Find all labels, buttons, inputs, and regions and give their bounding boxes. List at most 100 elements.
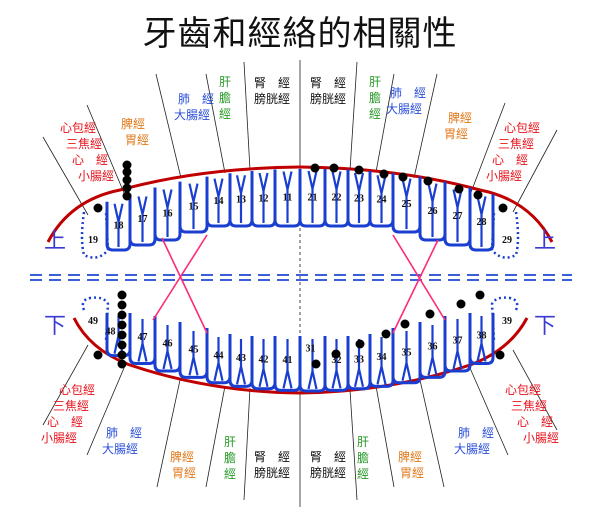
tooth-28: 28 bbox=[468, 194, 495, 252]
leader-line bbox=[512, 349, 558, 431]
tooth-number: 28 bbox=[477, 217, 487, 228]
upper-jaw-label-right: 上 bbox=[534, 229, 556, 254]
tooth-number: 27 bbox=[453, 211, 463, 222]
tooth-49: 49 bbox=[81, 296, 110, 341]
meridian-label-line: 肺 經 bbox=[458, 426, 494, 440]
leader-line bbox=[512, 129, 558, 213]
cross-line bbox=[152, 234, 208, 321]
leader-lines bbox=[42, 60, 558, 507]
acupoint-dot bbox=[117, 330, 127, 340]
tooth-number: 35 bbox=[402, 347, 412, 358]
tooth-19: 19 bbox=[80, 211, 110, 259]
tooth-number: 36 bbox=[428, 342, 438, 353]
meridian-label-line: 膀胱經 bbox=[310, 465, 346, 480]
meridian-label-line: 肺 經 bbox=[178, 92, 214, 106]
meridian-label-line: 心 經 bbox=[47, 415, 83, 429]
tooth-number: 42 bbox=[259, 354, 269, 365]
acupoint-dot bbox=[117, 359, 127, 369]
meridian-label-liver: 肝膽經 bbox=[369, 75, 381, 121]
meridian-label-line: 經 bbox=[219, 107, 231, 121]
leader-line bbox=[413, 73, 438, 179]
meridian-label-liver: 肝膽經 bbox=[224, 435, 236, 481]
tooth-number: 43 bbox=[236, 353, 246, 364]
tooth-number: 41 bbox=[283, 355, 293, 366]
leader-line bbox=[205, 385, 226, 488]
tooth-number: 46 bbox=[163, 339, 173, 350]
meridian-label-line: 三焦經 bbox=[66, 137, 102, 151]
meridian-label-line: 腎 經 bbox=[254, 450, 290, 464]
tooth-18: 18 bbox=[105, 201, 132, 252]
tooth-45: 45 bbox=[178, 328, 209, 379]
acupoint-dot bbox=[117, 320, 127, 330]
upper-jaw-label-left: 上 bbox=[44, 229, 66, 254]
meridian-label-line: 小腸經 bbox=[523, 431, 559, 445]
cross-lines bbox=[152, 234, 446, 334]
acupoint-dot bbox=[93, 203, 103, 213]
tooth-41: 41 bbox=[273, 336, 302, 392]
acupoint-dot bbox=[355, 339, 365, 349]
acupoint-dot bbox=[400, 319, 410, 329]
leader-line bbox=[375, 73, 395, 173]
tooth-number: 19 bbox=[88, 235, 98, 246]
tooth-34: 34 bbox=[368, 334, 395, 388]
acupoint-dot bbox=[379, 169, 389, 179]
acupoint-dot bbox=[117, 300, 127, 310]
tooth-32: 32 bbox=[323, 336, 350, 392]
meridian-label-line: 脾經 bbox=[448, 110, 472, 125]
cross-line bbox=[161, 237, 208, 334]
meridian-label-line: 大腸經 bbox=[174, 108, 210, 122]
meridian-label-line: 經 bbox=[357, 467, 369, 481]
leader-line bbox=[42, 136, 89, 216]
meridian-label-line: 小腸經 bbox=[486, 169, 522, 183]
acupoint-dot bbox=[398, 172, 408, 182]
tooth-number: 24 bbox=[377, 194, 387, 205]
leader-line bbox=[205, 73, 226, 174]
leader-line bbox=[156, 379, 181, 488]
tooth-number: 33 bbox=[354, 354, 364, 365]
meridian-label-line: 胃經 bbox=[172, 466, 196, 480]
tooth-number: 23 bbox=[354, 193, 364, 204]
tooth-47: 47 bbox=[128, 316, 157, 366]
tooth-11: 11 bbox=[273, 169, 302, 228]
tooth-number: 39 bbox=[502, 316, 512, 327]
tooth-number: 11 bbox=[283, 193, 292, 204]
meridian-label-line: 心 經 bbox=[72, 153, 108, 167]
meridian-label-line: 膀胱經 bbox=[254, 91, 290, 106]
tooth-22: 22 bbox=[323, 169, 350, 228]
acupoint-dot bbox=[454, 184, 464, 194]
meridian-label-line: 心包經 bbox=[60, 121, 96, 135]
meridian-label-line: 大腸經 bbox=[102, 442, 138, 456]
acupoint-dot bbox=[423, 176, 433, 186]
meridian-label-line: 膽 bbox=[357, 450, 369, 465]
tooth-14: 14 bbox=[205, 176, 232, 228]
tooth-27: 27 bbox=[443, 187, 472, 247]
tooth-number: 26 bbox=[428, 206, 438, 217]
meridian-label-line: 心 經 bbox=[492, 153, 528, 167]
tooth-number: 47 bbox=[138, 332, 148, 343]
meridian-label-line: 腎 經 bbox=[254, 76, 290, 90]
meridian-label-line: 肝 bbox=[224, 435, 236, 449]
tooth-42: 42 bbox=[250, 336, 277, 391]
meridian-label-liver: 肝膽經 bbox=[219, 75, 231, 121]
meridian-label-line: 心包經 bbox=[505, 383, 541, 397]
acupoint-dot bbox=[122, 160, 132, 170]
tooth-number: 13 bbox=[236, 194, 246, 205]
meridian-label-line: 腎 經 bbox=[310, 450, 346, 464]
tooth-number: 49 bbox=[88, 316, 98, 327]
leader-line bbox=[349, 389, 358, 501]
tooth-36: 36 bbox=[418, 322, 447, 379]
tooth-number: 14 bbox=[214, 196, 224, 207]
acupoint-dot bbox=[117, 290, 127, 300]
lower-jaw-label-left: 下 bbox=[44, 314, 66, 339]
